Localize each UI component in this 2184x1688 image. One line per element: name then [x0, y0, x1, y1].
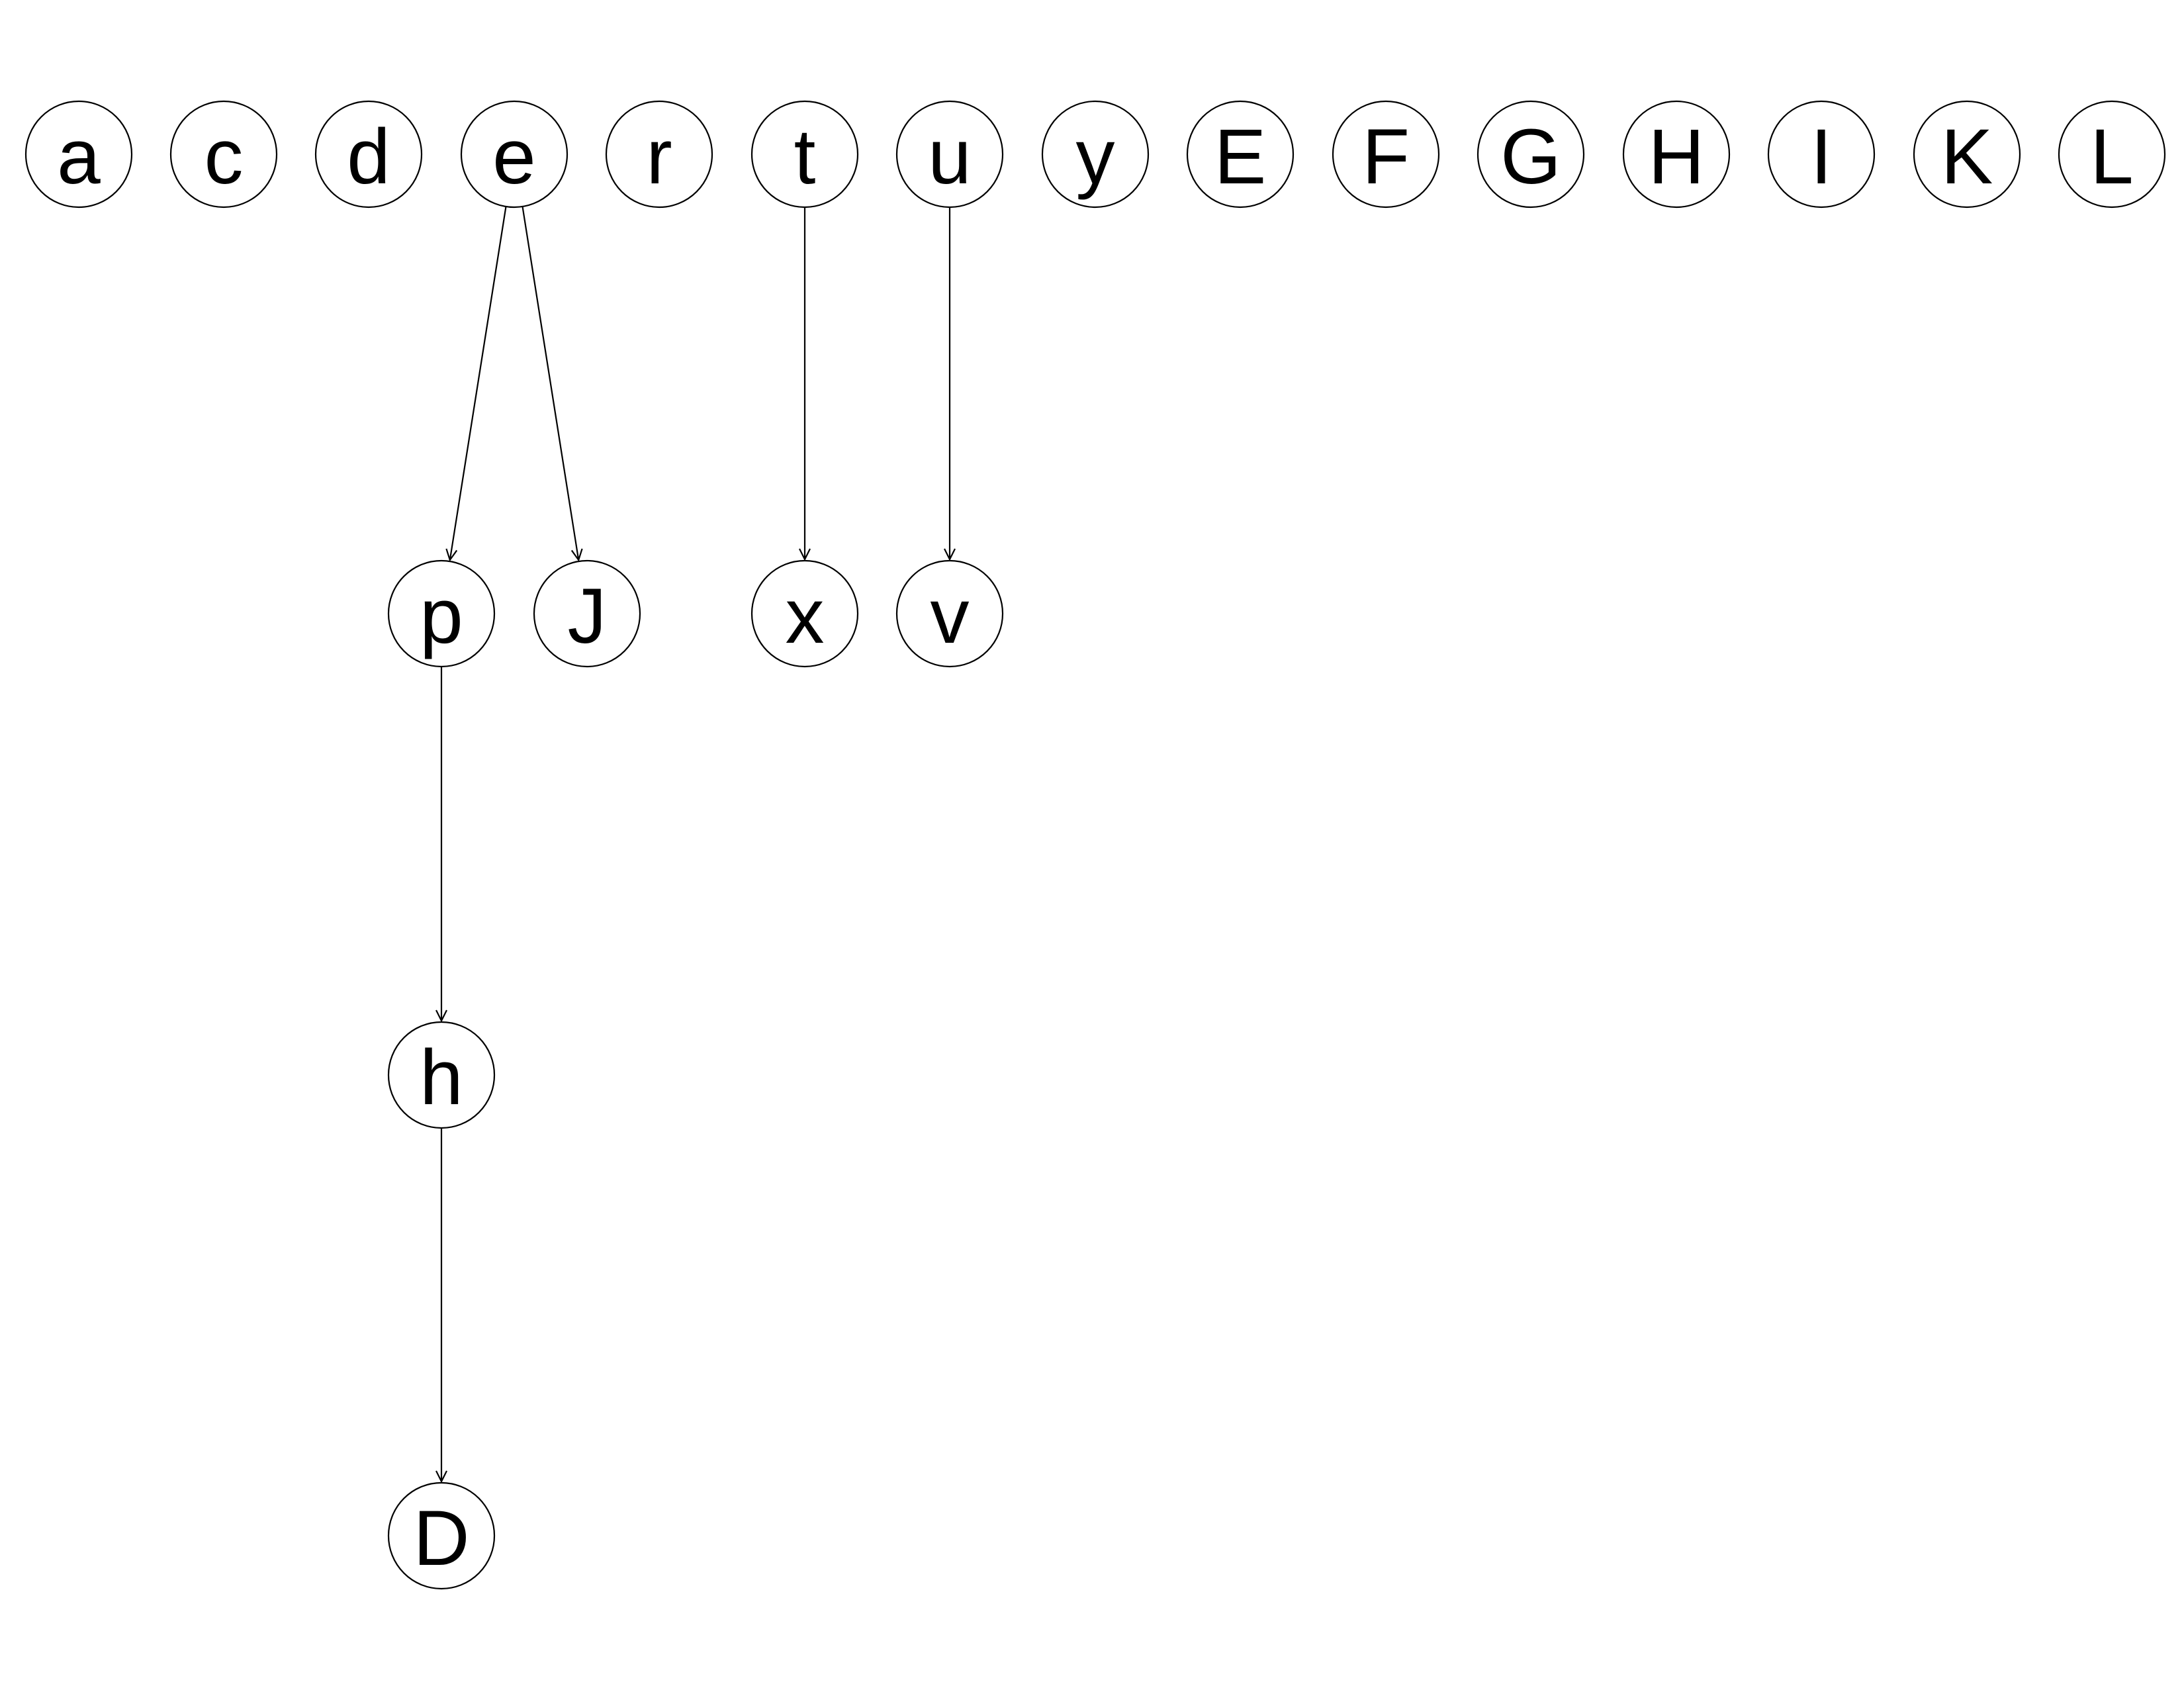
node-E: E: [1186, 100, 1295, 209]
node-v: v: [895, 559, 1004, 668]
node-label: e: [492, 113, 536, 201]
node-label: r: [646, 113, 672, 201]
node-x: x: [751, 559, 859, 668]
node-label: v: [931, 573, 970, 660]
node-circle: [1767, 100, 1876, 209]
node-circle: [2058, 100, 2166, 209]
node-circle: [169, 100, 278, 209]
node-u: u: [895, 100, 1004, 209]
node-label: I: [1811, 113, 1833, 201]
node-circle: [895, 100, 1004, 209]
node-label: d: [347, 113, 390, 201]
node-circle: [314, 100, 423, 209]
node-label: y: [1076, 113, 1115, 201]
node-circle: [460, 100, 569, 209]
node-D: D: [387, 1481, 496, 1590]
node-label: x: [786, 573, 825, 660]
node-label: H: [1648, 113, 1704, 201]
node-circle: [387, 559, 496, 668]
edges-layer: [435, 206, 956, 1483]
node-label: G: [1500, 113, 1561, 201]
node-label: K: [1941, 113, 1993, 201]
node-c: c: [169, 100, 278, 209]
node-label: F: [1362, 113, 1410, 201]
node-I: I: [1767, 100, 1876, 209]
node-label: D: [413, 1495, 469, 1582]
edge-e-to-J: [522, 206, 583, 562]
node-circle: [387, 1021, 496, 1129]
node-label: E: [1214, 113, 1267, 201]
node-label: p: [420, 573, 463, 660]
node-e: e: [460, 100, 569, 209]
node-circle: [1041, 100, 1150, 209]
node-H: H: [1622, 100, 1731, 209]
node-circle: [751, 100, 859, 209]
node-label: J: [568, 573, 607, 660]
node-r: r: [605, 100, 713, 209]
node-label: h: [420, 1034, 463, 1121]
node-J: J: [533, 559, 641, 668]
node-F: F: [1332, 100, 1440, 209]
node-label: t: [794, 113, 816, 201]
node-G: G: [1477, 100, 1585, 209]
node-circle: [751, 559, 859, 668]
node-h: h: [387, 1021, 496, 1129]
node-circle: [605, 100, 713, 209]
node-a: a: [24, 100, 133, 209]
edge-e-to-p: [445, 206, 507, 562]
node-label: a: [57, 113, 101, 201]
node-circle: [1622, 100, 1731, 209]
node-p: p: [387, 559, 496, 668]
node-circle: [895, 559, 1004, 668]
node-circle: [1186, 100, 1295, 209]
node-L: L: [2058, 100, 2166, 209]
node-K: K: [1913, 100, 2021, 209]
node-circle: [1913, 100, 2021, 209]
node-circle: [1332, 100, 1440, 209]
node-d: d: [314, 100, 423, 209]
node-circle: [387, 1481, 496, 1590]
node-circle: [24, 100, 133, 209]
node-y: y: [1041, 100, 1150, 209]
node-circle: [1477, 100, 1585, 209]
node-label: u: [928, 113, 972, 201]
node-circle: [533, 559, 641, 668]
node-t: t: [751, 100, 859, 209]
node-label: c: [205, 113, 244, 201]
node-label: L: [2090, 113, 2134, 201]
